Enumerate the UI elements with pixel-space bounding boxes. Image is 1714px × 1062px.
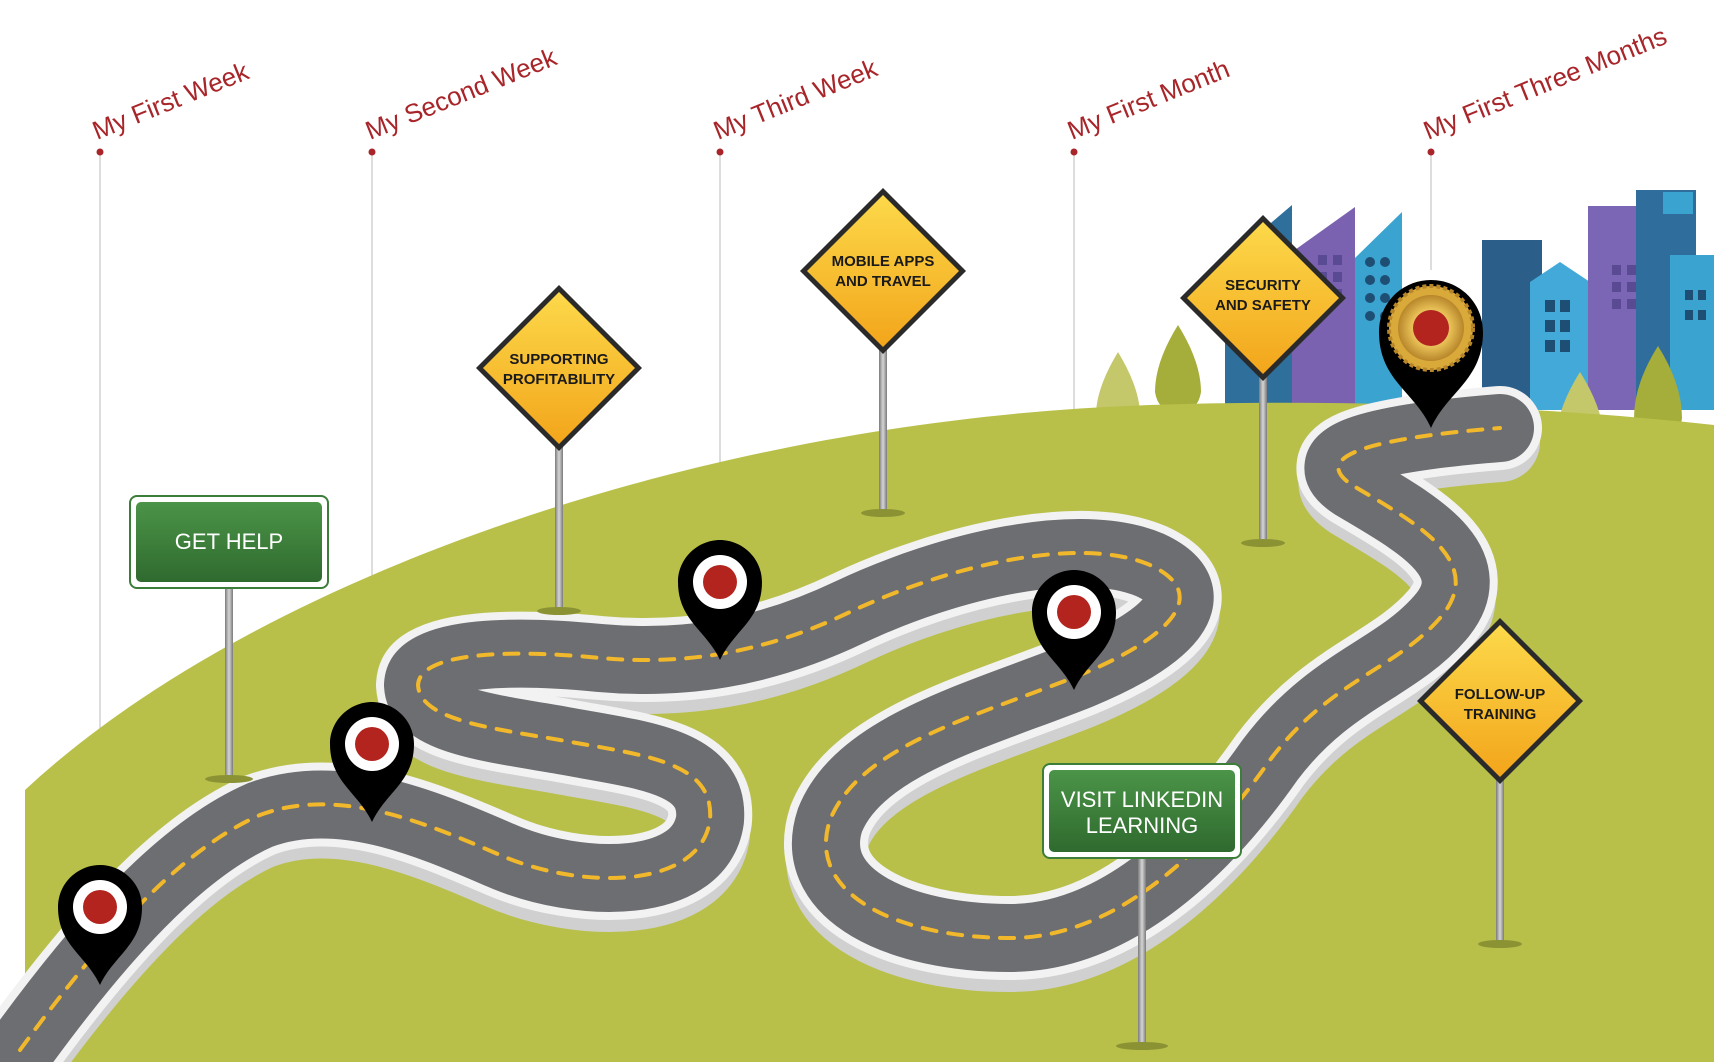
milestone-label: My First Month: [1063, 53, 1234, 145]
winding-road: [0, 386, 1542, 1062]
followup-line-2: TRAINING: [1464, 706, 1537, 723]
sign-security-and-safety: SECURITY AND SAFETY: [1180, 215, 1346, 547]
medal-pin-icon: [1379, 280, 1483, 428]
mobile-line-2: AND TRAVEL: [835, 273, 931, 290]
linkedin-text-line-2: LEARNING: [1086, 813, 1198, 838]
security-line-1: SECURITY: [1225, 277, 1301, 294]
mobile-line-1: MOBILE APPS: [832, 253, 935, 270]
get-help-text: GET HELP: [175, 529, 283, 554]
sign-supporting-profitability: SUPPORTING PROFITABILITY: [476, 285, 642, 615]
location-pin-icon: [678, 540, 762, 660]
location-pin-icon: [58, 865, 142, 985]
milestone-labels: My First Week My Second Week My Third We…: [88, 21, 1671, 146]
location-pin-icon: [1032, 570, 1116, 690]
milestone-label: My First Week: [88, 55, 254, 145]
building-icon: [1670, 255, 1714, 410]
building-icon: [1530, 262, 1590, 410]
milestone-label: My Third Week: [709, 52, 882, 145]
sign-get-help: GET HELP: [129, 495, 329, 783]
milestone-label: My Second Week: [361, 41, 562, 145]
milestone-label: My First Three Months: [1419, 21, 1671, 146]
sign-mobile-apps-and-travel: MOBILE APPS AND TRAVEL: [800, 188, 966, 517]
location-pin-icon: [330, 702, 414, 822]
linkedin-text-line-1: VISIT LINKEDIN: [1061, 787, 1223, 812]
supporting-line-2: PROFITABILITY: [503, 371, 615, 388]
sign-follow-up-training: FOLLOW-UP TRAINING: [1417, 618, 1583, 948]
security-line-2: AND SAFETY: [1215, 297, 1311, 314]
supporting-line-1: SUPPORTING: [509, 351, 608, 368]
sign-visit-linkedin-learning: VISIT LINKEDIN LEARNING: [1042, 763, 1242, 1050]
followup-line-1: FOLLOW-UP: [1455, 686, 1546, 703]
